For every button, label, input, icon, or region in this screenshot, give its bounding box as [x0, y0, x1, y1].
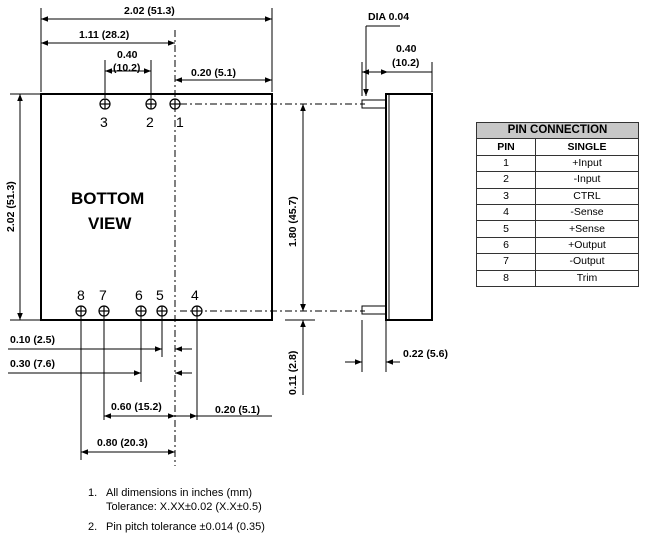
table-row: 5+Sense: [476, 220, 639, 238]
pin-1-symbol: [169, 98, 181, 110]
pin-cell: 8: [476, 269, 536, 287]
pin-cell: 3: [476, 187, 536, 205]
notes: 1. All dimensions in inches (mm) Toleran…: [88, 486, 265, 540]
function-cell: CTRL: [535, 187, 639, 205]
dim-top-pitch-line2: (10.2): [113, 62, 140, 74]
view-label-line2: VIEW: [88, 214, 132, 233]
note-item: 2. Pin pitch tolerance ±0.014 (0.35): [88, 520, 265, 534]
view-label-line1: BOTTOM: [71, 189, 144, 208]
function-cell: +Input: [535, 154, 639, 173]
dim-pin1-edge: 0.20 (5.1): [191, 67, 236, 79]
pin-number-3: 3: [100, 114, 108, 130]
pin-column-header: PIN: [476, 138, 536, 156]
note-text: Tolerance: X.XX±0.02 (X.X±0.5): [106, 501, 262, 513]
table-row: 1+Input: [476, 154, 639, 173]
pin-cell: 2: [476, 171, 536, 189]
pin-number-8: 8: [77, 287, 85, 303]
side-view-bottom-pin: [361, 305, 387, 315]
pin-number-6: 6: [135, 287, 143, 303]
table-row: 2-Input: [476, 171, 639, 189]
dim-body-thickness: 0.22 (5.6): [403, 348, 448, 360]
dim-pin4-offset: 0.20 (5.1): [215, 404, 260, 416]
pin-6-symbol: [135, 305, 147, 317]
function-cell: -Sense: [535, 203, 639, 222]
pin-cell: 4: [476, 203, 536, 222]
pin-number-7: 7: [99, 287, 107, 303]
pin-number-1: 1: [176, 114, 184, 130]
dim-pin5-offset: 0.10 (2.5): [10, 334, 55, 346]
pin-4-symbol: [191, 305, 203, 317]
function-cell: Trim: [535, 269, 639, 287]
pin-7-symbol: [98, 305, 110, 317]
single-column-header: SINGLE: [535, 138, 639, 156]
pin-number-2: 2: [146, 114, 154, 130]
module-body-outline: [40, 93, 273, 321]
dim-side-pin-length-line2: (10.2): [392, 57, 419, 69]
table-row: 4-Sense: [476, 203, 639, 222]
dim-bottom-row-edge: 0.11 (2.8): [287, 351, 299, 395]
table-row: 7-Output: [476, 253, 639, 271]
function-cell: +Output: [535, 236, 639, 255]
pin-2-symbol: [145, 98, 157, 110]
note-text: All dimensions in inches (mm): [106, 487, 253, 499]
dim-top-pitch-line1: 0.40: [117, 49, 138, 61]
pin-3-symbol: [99, 98, 111, 110]
pin-table-title: PIN CONNECTION: [476, 121, 639, 140]
dim-pin6-offset: 0.30 (7.6): [10, 358, 55, 370]
note-item: 1. All dimensions in inches (mm) Toleran…: [88, 486, 265, 514]
pin-cell: 6: [476, 236, 536, 255]
dim-pin1-offset: 1.11 (28.2): [79, 29, 129, 41]
table-row: 6+Output: [476, 236, 639, 255]
function-cell: -Input: [535, 171, 639, 189]
dim-side-pin-length-line1: 0.40: [396, 43, 417, 55]
side-view-body: [385, 93, 433, 321]
note-number: 1.: [88, 487, 98, 499]
function-cell: -Output: [535, 253, 639, 271]
pin-cell: 7: [476, 253, 536, 271]
dim-pin8-offset: 0.80 (20.3): [97, 437, 148, 449]
side-view-top-pin: [361, 99, 387, 109]
dim-pin-row-spacing: 1.80 (45.7): [287, 196, 299, 247]
dim-overall-height: 2.02 (51.3): [5, 181, 17, 232]
dim-overall-width: 2.02 (51.3): [124, 5, 175, 17]
pin-cell: 1: [476, 154, 536, 173]
dim-pin7-offset: 0.60 (15.2): [111, 401, 162, 413]
note-number: 2.: [88, 521, 98, 533]
function-cell: +Sense: [535, 220, 639, 238]
pin-connection-table: PIN CONNECTION PIN SINGLE 1+Input 2-Inpu…: [476, 121, 639, 287]
pin-cell: 5: [476, 220, 536, 238]
pin-number-4: 4: [191, 287, 199, 303]
pin-5-symbol: [156, 305, 168, 317]
pin-8-symbol: [75, 305, 87, 317]
pin-number-5: 5: [156, 287, 164, 303]
note-text: Pin pitch tolerance ±0.014 (0.35): [106, 521, 265, 533]
dim-pin-diameter: DIA 0.04: [368, 11, 409, 23]
